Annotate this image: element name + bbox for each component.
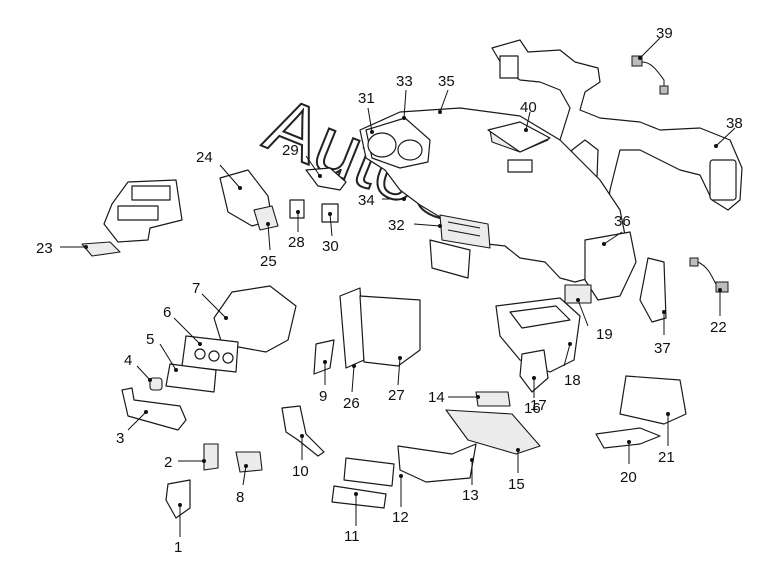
callout-13: 13: [462, 487, 479, 504]
part-18-glove-box: [495, 297, 581, 373]
part-20-bracket: [595, 427, 661, 449]
part-40-cover: [487, 121, 551, 153]
callout-28: 28: [288, 234, 305, 251]
callout-3: 3: [116, 430, 124, 447]
callout-14: 14: [428, 389, 445, 406]
callout-29: 29: [282, 142, 299, 159]
part-24-vent-housing: [219, 169, 279, 231]
part-13-box: [397, 443, 477, 483]
part-26-27-console: [339, 287, 421, 369]
part-9-trim: [313, 339, 335, 375]
callout-10: 10: [292, 463, 309, 480]
part-14-latch: [475, 391, 511, 407]
callout-35: 35: [438, 73, 455, 90]
callout-32: 32: [388, 217, 405, 234]
part-11-12-tray: [331, 457, 395, 509]
callout-9: 9: [319, 388, 327, 405]
callout-4: 4: [124, 352, 132, 369]
callout-2: 2: [164, 454, 172, 471]
callout-11: 11: [344, 528, 360, 545]
part-22-harness: [689, 257, 729, 293]
callout-26: 26: [343, 395, 360, 412]
leader-lines: [60, 37, 736, 537]
part-15-mat: [445, 409, 541, 455]
callout-34: 34: [358, 192, 375, 209]
callout-39: 39: [656, 25, 673, 42]
callout-18: 18: [564, 372, 581, 389]
callout-16: 16: [524, 400, 541, 417]
part-29-bracket: [305, 167, 347, 191]
part-39-harness: [631, 55, 669, 95]
callout-5: 5: [146, 331, 154, 348]
callout-30: 30: [322, 238, 339, 255]
part-32-center-vent: [439, 214, 491, 249]
callout-33: 33: [396, 73, 413, 90]
part-2-switch: [203, 443, 219, 471]
part-1-bracket: [165, 479, 191, 519]
part-28-clip: [289, 199, 305, 219]
callout-8: 8: [236, 489, 244, 506]
part-19-switch: [564, 284, 592, 304]
callout-7: 7: [192, 280, 200, 297]
callout-31: 31: [358, 90, 375, 107]
callout-labels: 1 2 3 4 5 6 7 8 9 10 11 12 13 14 15 16 1…: [36, 25, 743, 556]
callout-24: 24: [196, 149, 213, 166]
callout-12: 12: [392, 509, 409, 526]
part-4-knob: [149, 377, 163, 391]
part-23-vent-frame: [81, 179, 183, 257]
callout-36: 36: [614, 213, 631, 230]
callout-23: 23: [36, 240, 53, 257]
callout-6: 6: [163, 304, 171, 321]
part-8-switch: [235, 451, 263, 473]
part-3-trim: [121, 387, 187, 431]
callout-21: 21: [658, 449, 675, 466]
callout-27: 27: [388, 387, 405, 404]
callout-37: 37: [654, 340, 671, 357]
callout-25: 25: [260, 253, 277, 270]
callout-1: 1: [174, 539, 182, 556]
part-36-side-panel: [584, 231, 637, 301]
part-5-panel: [165, 363, 217, 393]
part-10-bracket: [281, 405, 325, 457]
part-21-module: [619, 375, 687, 425]
callout-19: 19: [596, 326, 613, 343]
part-7-bezel: [213, 285, 297, 353]
callout-15: 15: [508, 476, 525, 493]
part-6-control-panel: [181, 335, 239, 373]
callout-40: 40: [520, 99, 537, 116]
callout-38: 38: [726, 115, 743, 132]
callout-17: 17: [530, 397, 547, 414]
part-37-end-cap: [639, 257, 667, 323]
part-16-17-hinge: [519, 349, 549, 393]
callout-22: 22: [710, 319, 727, 336]
callout-20: 20: [620, 469, 637, 486]
